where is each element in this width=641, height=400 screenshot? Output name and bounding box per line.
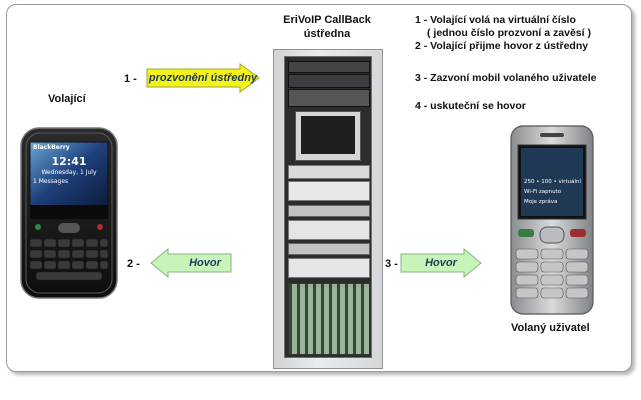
nokia-line-2: Wi-Fi zapnuto xyxy=(524,189,562,195)
title-line-1: EriVoIP CallBack xyxy=(283,14,371,26)
arrow-2: Hovor xyxy=(150,247,232,279)
rack-unit xyxy=(288,89,370,107)
step-1-note: ( jednou číslo prozvoní a zavěsí ) xyxy=(427,27,591,39)
rack-shelf xyxy=(288,165,370,179)
rack-unit xyxy=(288,205,370,217)
title-line-2: ústředna xyxy=(303,28,351,40)
rack-interior xyxy=(284,56,372,358)
diagram-title: EriVoIP CallBack ústředna xyxy=(272,13,382,41)
arrow-3-shape xyxy=(400,247,482,279)
arrow-1: prozvonění ústředny xyxy=(146,63,260,93)
arrow-3-number: 3 - xyxy=(385,258,398,270)
arrow-2-label: Hovor xyxy=(189,257,221,269)
patch-panel xyxy=(288,220,370,240)
bb-date: Wednesday, 1 July xyxy=(41,169,97,176)
step-4: 4 - uskuteční se hovor xyxy=(415,100,526,112)
step-3: 3 - Zazvoní mobil volaného uživatele xyxy=(415,72,597,84)
nokia-line-1: 250 • 100 • virtuální xyxy=(524,179,582,185)
card-bay xyxy=(288,283,370,355)
arrow-1-label: prozvonění ústředny xyxy=(148,72,258,84)
arrow-1-number: 1 - xyxy=(124,73,137,85)
nokia-line-3: Moje zpráva xyxy=(524,199,558,205)
monitor-screen xyxy=(301,116,355,154)
rack-unit xyxy=(288,74,370,88)
arrow-3-label: Hovor xyxy=(425,257,457,269)
blackberry-phone-icon xyxy=(20,127,118,299)
callee-phone-image: 250 • 100 • virtuální Wi-Fi zapnuto Moje… xyxy=(510,125,594,315)
rack-unit xyxy=(288,243,370,255)
caller-label: Volající xyxy=(48,93,86,105)
caller-phone-image: BlackBerry 12:41 Wednesday, 1 July 1 Mes… xyxy=(20,127,118,299)
step-1: 1 - Volající volá na virtuální číslo xyxy=(415,14,576,26)
arrow-2-number: 2 - xyxy=(127,258,140,270)
arrow-3: Hovor xyxy=(400,247,482,279)
arrow-2-shape xyxy=(150,247,232,279)
arrow-1-shape xyxy=(146,63,260,93)
caller-screen: BlackBerry 12:41 Wednesday, 1 July 1 Mes… xyxy=(30,142,108,206)
bb-time: 12:41 xyxy=(51,155,87,168)
rack-monitor xyxy=(295,111,361,161)
nokia-phone-icon xyxy=(510,125,594,315)
step-2: 2 - Volající přijme hovor z ústředny xyxy=(415,40,589,52)
server-rack-image xyxy=(273,49,383,369)
bb-brand-text: BlackBerry xyxy=(33,144,70,151)
bb-status: 1 Messages xyxy=(33,178,69,185)
callee-screen: 250 • 100 • virtuální Wi-Fi zapnuto Moje… xyxy=(521,148,583,216)
callee-label: Volaný uživatel xyxy=(511,322,590,334)
steps-list: 1 - Volající volá na virtuální číslo ( j… xyxy=(415,14,630,53)
patch-panel xyxy=(288,258,370,278)
patch-panel xyxy=(288,181,370,201)
rack-unit xyxy=(288,61,370,73)
